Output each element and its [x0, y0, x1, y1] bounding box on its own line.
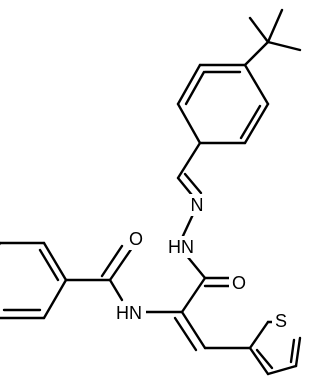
benzene-ring-upper [176, 63, 270, 145]
thiophene-sulfur-label: S [275, 311, 287, 331]
tert-butyl-group [243, 8, 302, 67]
hydrazide-carbonyl [203, 276, 235, 288]
amide-nitrogen-label: HN [116, 303, 142, 323]
atom-labels: O HN HN N O S [112, 194, 290, 332]
benzamide-group [64, 244, 134, 302]
hydrazide-nitrogen-label: HN [168, 237, 194, 257]
structure-svg: O HN HN N O S [0, 8, 302, 376]
amide-oxygen-label: O [129, 229, 143, 249]
molecule-diagram: O HN HN N O S [0, 8, 302, 376]
carbonyl-oxygen-label: O [232, 273, 246, 293]
benzene-ring-left [0, 241, 68, 320]
imine-nitrogen-label: N [191, 195, 204, 215]
alkene-backbone [144, 276, 252, 352]
